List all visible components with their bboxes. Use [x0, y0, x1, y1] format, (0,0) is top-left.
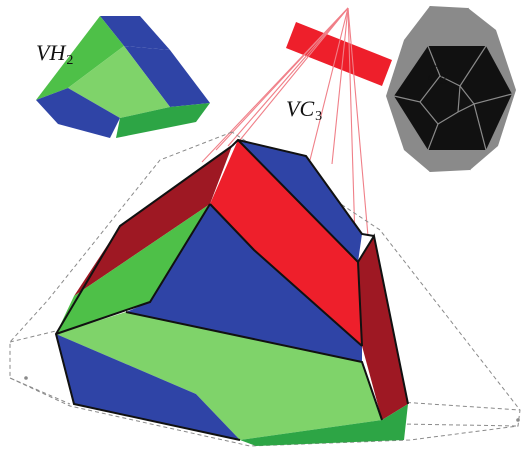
vc3-edge-top — [231, 138, 375, 237]
s3-label: S3 — [428, 60, 447, 88]
vc3-label: VC3 — [286, 96, 323, 124]
s3-inner-edges-f — [457, 85, 461, 113]
s3-bottom-dashed-1 — [427, 149, 431, 173]
vh2-face-right-blue — [124, 46, 210, 107]
vc3-face-blue-lower-left — [56, 334, 240, 440]
vc3-face-red-left — [74, 146, 232, 296]
vh2-face-left-green — [36, 16, 124, 100]
vc3-vertex-dot-2 — [516, 418, 520, 422]
s3-bottom-dashed-2 — [469, 149, 487, 171]
s3-hexagon — [394, 46, 512, 150]
ray-5 — [309, 7, 349, 161]
s3-top-dashed-2 — [467, 7, 487, 47]
projection-rays — [201, 7, 369, 241]
vh2-face-bottom-darkgreen — [116, 103, 210, 138]
vc3-dashed-inner-4 — [399, 423, 519, 427]
vc3-edge-inner-center — [125, 311, 383, 421]
ray-7 — [347, 7, 356, 241]
vc3-edge-inner-left — [55, 203, 211, 335]
vh2-face-bottom-green — [68, 46, 170, 118]
s3-wireframe — [386, 5, 516, 173]
vc3-dashed-inner-2 — [9, 377, 71, 405]
ray-8 — [347, 7, 369, 237]
vc3-face-blue-center — [126, 204, 362, 362]
vh2-face-top-blue — [100, 16, 170, 50]
ray-1 — [239, 7, 349, 141]
s3-top-dashed-1 — [427, 5, 431, 47]
vc3-dashed-inner-1 — [9, 329, 61, 343]
vc3-vertex-dot-1 — [24, 376, 28, 380]
s3-inner-edges-a — [427, 45, 487, 87]
red-projection-plane — [286, 22, 392, 86]
vc3-face-red-right — [358, 236, 408, 420]
ray-2 — [227, 7, 349, 147]
vc3-edges — [54, 138, 409, 441]
vc3-face-red-front — [210, 140, 362, 346]
vh2-polyhedron — [36, 16, 210, 138]
vc3-dashed-hull — [9, 131, 521, 447]
vc3-face-green-center — [56, 312, 382, 440]
vc3-face-green-upper-left — [56, 204, 210, 334]
vc3-edge-mid — [209, 203, 363, 347]
vc3-face-green-bottom — [240, 404, 408, 446]
s3-inner-edges-e — [437, 103, 487, 151]
vc3-polyhedron — [9, 131, 521, 447]
vc3-dashed-inner-3 — [399, 401, 521, 411]
vc3-edge-right — [357, 233, 409, 405]
vh2-face-front-blue — [36, 88, 120, 138]
ray-4 — [201, 7, 349, 163]
vh2-label: VH2 — [36, 40, 74, 68]
ray-6 — [331, 7, 349, 165]
